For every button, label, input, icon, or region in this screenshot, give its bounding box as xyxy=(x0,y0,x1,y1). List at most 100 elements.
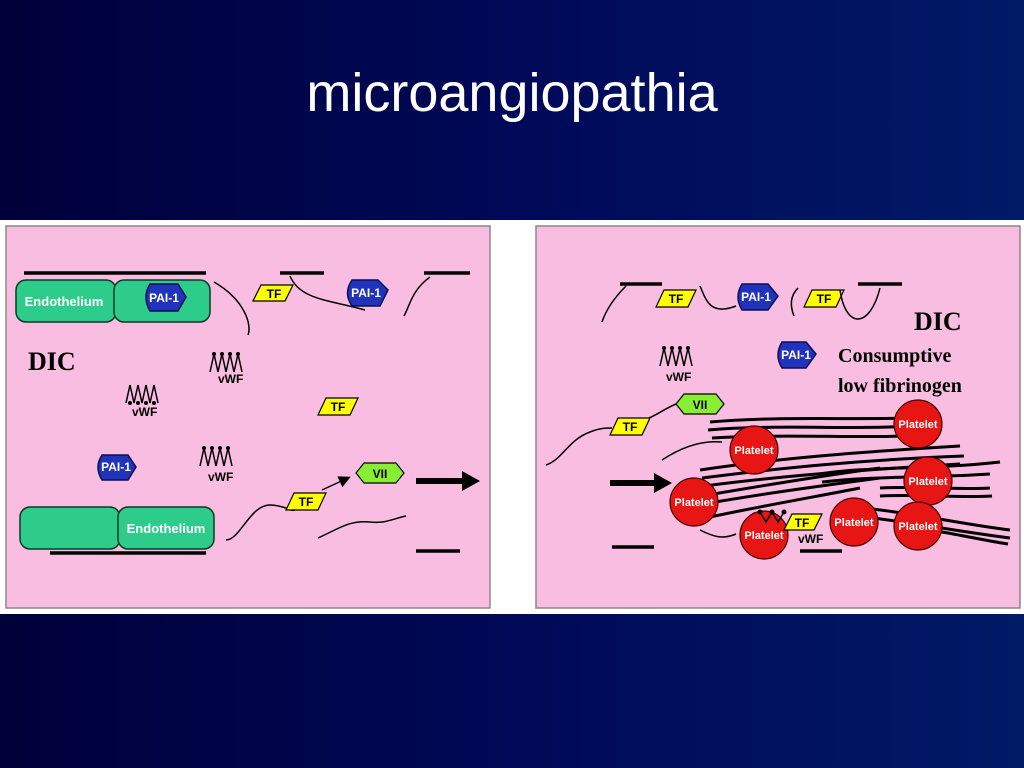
vwf-label-3: vWF xyxy=(208,470,233,484)
low-fibrinogen-label: low fibrinogen xyxy=(838,375,962,397)
vwf-dot xyxy=(152,401,156,405)
vwf-dot xyxy=(228,352,232,356)
vwf-dot xyxy=(136,401,140,405)
vwf-zigzag-3 xyxy=(199,447,233,467)
vwf-dot xyxy=(144,401,148,405)
vwf-dot xyxy=(781,509,787,515)
vii-label-2: VII xyxy=(693,398,708,412)
vwf-dot xyxy=(686,346,690,350)
platelet-7: Platelet xyxy=(739,510,789,560)
vwf-label-2: vWF xyxy=(132,405,157,419)
vii-shape-1 xyxy=(355,462,405,484)
pai-1-label-4: PAI-1 xyxy=(741,290,771,304)
vwf-dot xyxy=(678,346,682,350)
tf-shape-5 xyxy=(803,289,845,308)
platelet-label: Platelet xyxy=(834,517,873,529)
platelet-2: Platelet xyxy=(729,425,779,475)
vwf-dot xyxy=(670,346,674,350)
transition-arrow-head-2 xyxy=(654,473,672,493)
platelet-circle xyxy=(893,399,943,449)
activation-arrow xyxy=(321,476,351,491)
vwf-dot xyxy=(236,352,240,356)
fibrin-strand xyxy=(707,424,913,432)
vii-label-1: VII xyxy=(373,467,388,481)
platelet-label: Platelet xyxy=(908,476,947,488)
endothelium-cell-4 xyxy=(117,506,215,550)
pai-1-shape-2 xyxy=(346,279,389,307)
fibrin-strand xyxy=(695,486,861,522)
tf-label-2: TF xyxy=(331,400,346,414)
tf-shape-4 xyxy=(655,289,697,308)
strand-6 xyxy=(601,285,627,323)
platelet-circle xyxy=(893,501,943,551)
tf-shape-3 xyxy=(285,492,327,511)
right-dic-label: DIC xyxy=(914,307,962,336)
strand-7 xyxy=(699,285,737,310)
platelet-1: Platelet xyxy=(893,399,943,449)
platelet-label: Platelet xyxy=(898,419,937,431)
vwf-dot xyxy=(769,509,775,515)
platelet-circle xyxy=(829,497,879,547)
tf-shape-7 xyxy=(783,513,823,531)
vwf-label-5: vWF xyxy=(798,532,823,546)
left-panel: Endothelium PAI-1 TF PAI-1 DIC vWF xyxy=(5,225,491,609)
platelet-label: Platelet xyxy=(744,530,783,542)
pai-1-label-5: PAI-1 xyxy=(781,348,811,362)
tf-strand-2 xyxy=(289,275,366,311)
transition-arrow-head-1 xyxy=(462,471,480,491)
tf-label-3: TF xyxy=(299,495,314,509)
platelet-4: Platelet xyxy=(669,477,719,527)
tf-shape-1 xyxy=(252,284,294,302)
vwf-zigzag-4 xyxy=(659,347,693,367)
platelet-label: Platelet xyxy=(674,497,713,509)
platelet-circle xyxy=(669,477,719,527)
pai-1-shape-4 xyxy=(737,283,779,311)
pai-1-shape-3 xyxy=(97,454,137,481)
pai-1-shape-1 xyxy=(145,283,187,312)
vwf-multimer-1: vWF xyxy=(209,352,243,386)
vwf-dot xyxy=(212,352,216,356)
vwf-multimer-4: vWF xyxy=(659,346,693,384)
vwf-dot xyxy=(662,346,666,350)
strand-13 xyxy=(699,529,737,538)
endothelium-cell-3 xyxy=(19,506,121,550)
tf-shape-2 xyxy=(317,397,359,416)
vwf-multimer-3: vWF xyxy=(199,446,233,484)
slide-title: microangiopathia xyxy=(306,63,718,123)
pai-1-label-2: PAI-1 xyxy=(351,286,381,300)
endothelium-label-1: Endothelium xyxy=(25,294,104,309)
fibrin-strand xyxy=(699,444,961,472)
right-panel: TF PAI-1 TF DIC Consumptive low fibrinog… xyxy=(535,225,1021,609)
platelet-label: Platelet xyxy=(898,521,937,533)
pai-1-shape-5 xyxy=(777,341,817,369)
platelet-circle xyxy=(739,510,789,560)
strand-8 xyxy=(790,287,799,317)
vwf-dot xyxy=(210,446,214,450)
fibrin-strand xyxy=(821,472,991,484)
platelet-circle xyxy=(729,425,779,475)
strand-5 xyxy=(317,515,407,539)
tf-shape-6 xyxy=(609,417,651,436)
tf-label-6: TF xyxy=(623,420,638,434)
fibrin-strand xyxy=(709,416,911,424)
tf-label-1: TF xyxy=(267,287,282,301)
strand-11 xyxy=(545,427,613,466)
pai-1-label-3: PAI-1 xyxy=(101,460,131,474)
tf-label-5: TF xyxy=(817,292,832,306)
pai-1-label-1: PAI-1 xyxy=(149,291,179,305)
vwf-dot xyxy=(202,446,206,450)
strand-9 xyxy=(839,287,881,320)
platelet-6: Platelet xyxy=(893,501,943,551)
tf-label-4: TF xyxy=(669,292,684,306)
tf-label-7: TF xyxy=(795,516,810,530)
vwf-dot xyxy=(757,509,763,515)
vwf-dot xyxy=(218,446,222,450)
strand-3 xyxy=(403,276,431,317)
vwf-label-1: vWF xyxy=(218,372,243,386)
vwf-dot xyxy=(128,401,132,405)
left-dic-label: DIC xyxy=(28,347,76,376)
platelet-label: Platelet xyxy=(734,445,773,457)
vwf-zigzag-2 xyxy=(125,384,159,404)
vwf-dot xyxy=(220,352,224,356)
